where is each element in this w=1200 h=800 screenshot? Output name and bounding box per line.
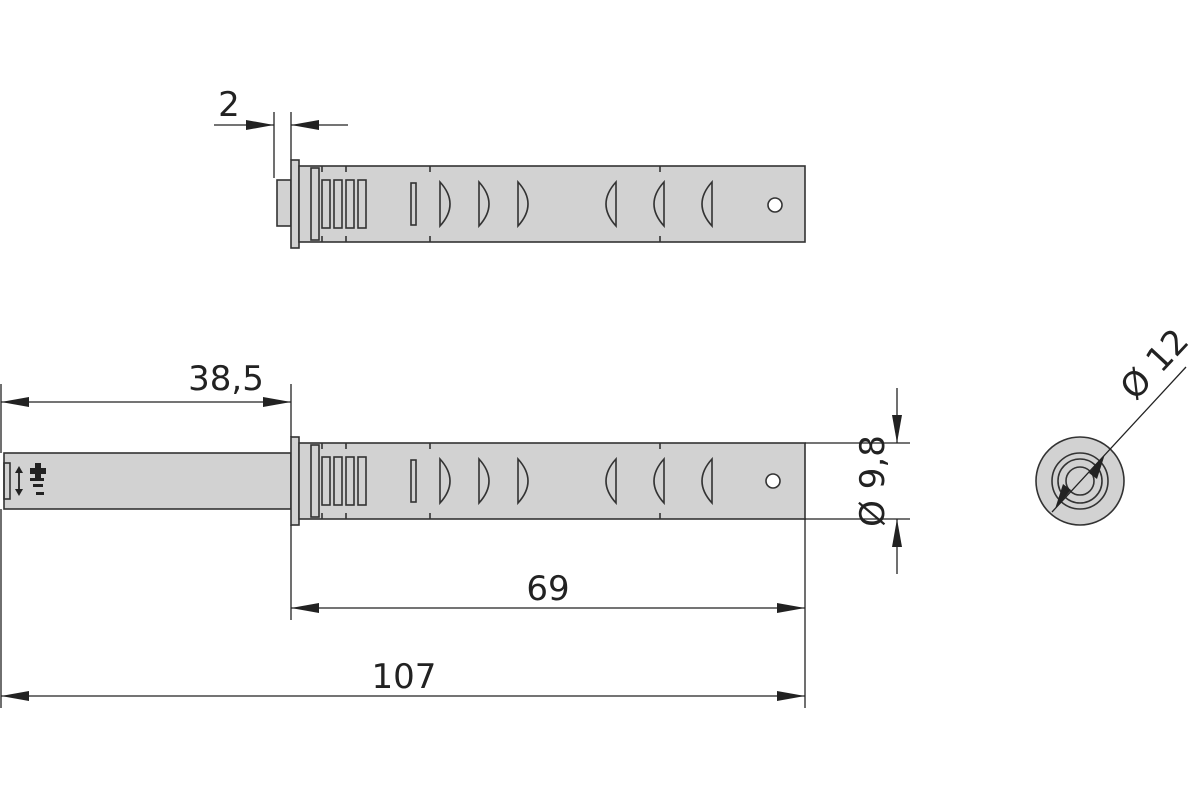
d-windows	[439, 179, 713, 229]
housing-body	[298, 442, 806, 520]
body-length-label: 69	[526, 569, 569, 609]
grip-ribs	[310, 166, 661, 242]
retracted-plunger-view: 2	[214, 85, 806, 249]
flange-thickness-dimension: 2	[214, 85, 348, 178]
body-length-dimension: 69	[290, 519, 806, 620]
end-view: Ø 12	[1035, 321, 1197, 526]
housing-body	[298, 165, 806, 243]
flange-thickness-label: 2	[218, 85, 240, 125]
end-diameter-label: Ø 12	[1113, 321, 1197, 407]
flange	[290, 436, 300, 526]
body-diameter-label: Ø 9,8	[853, 435, 893, 527]
mounting-hole	[767, 197, 783, 213]
d-windows	[439, 456, 713, 506]
end-diameter-leader	[1051, 366, 1187, 513]
flange	[290, 159, 300, 249]
body-diameter-dimension: Ø 9,8	[805, 388, 910, 574]
total-length-dimension: 107	[0, 509, 806, 708]
total-length-label: 107	[372, 657, 437, 697]
up-down-plus-minus-icon	[15, 463, 46, 496]
extension-length-label: 38,5	[188, 359, 264, 399]
plunger-tip	[276, 179, 292, 227]
extension-length-dimension: 38,5	[0, 359, 292, 453]
plunger-rod	[3, 452, 292, 510]
extended-plunger-view: 38,5 Ø 9,8 69 107	[0, 359, 910, 708]
grip-ribs	[310, 443, 661, 519]
mounting-hole	[765, 473, 781, 489]
